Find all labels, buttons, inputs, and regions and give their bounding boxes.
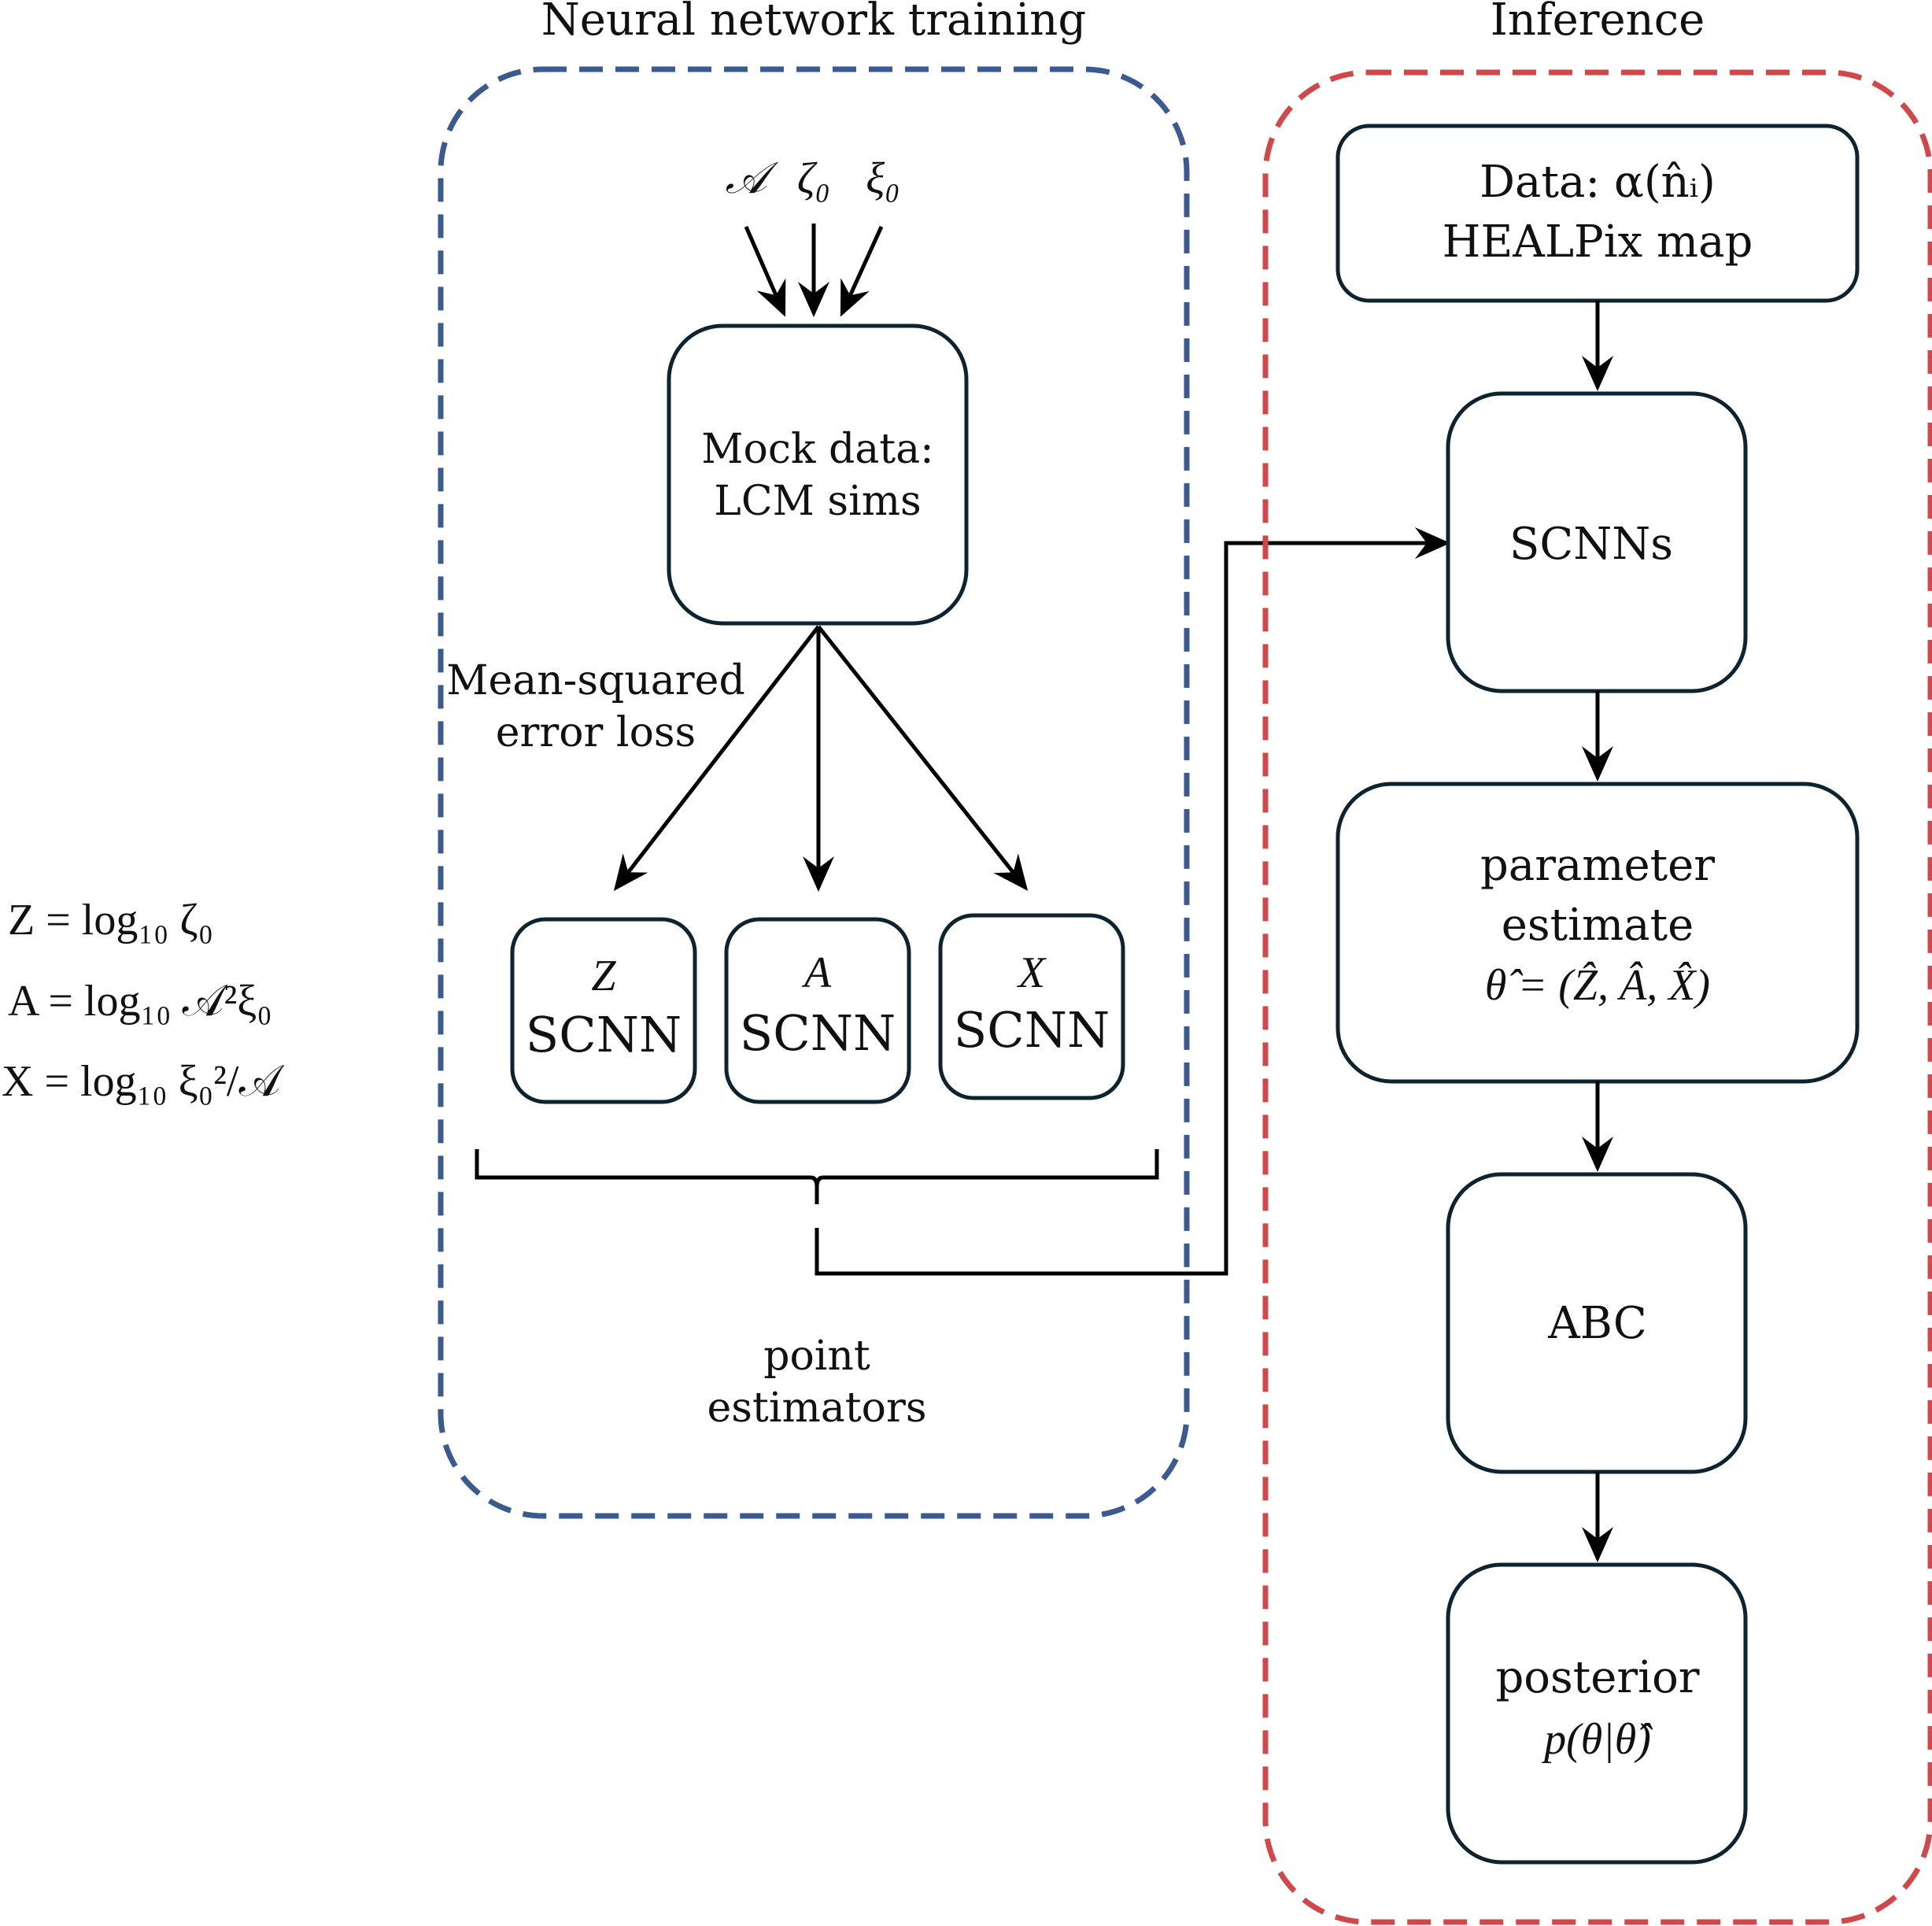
estimators-to-scnns-connector [815,527,1450,1276]
input-a-symbol: 𝒜 [726,154,779,203]
input-xi-symbol: ξ₀ [866,154,900,203]
inference-panel: Inference Data: α(n̂ᵢ) HEALPix map SCNNs… [1262,0,1932,1925]
estimator-brace [475,1149,1159,1204]
scnns-label: SCNNs [1509,519,1673,570]
x-scnn-box [938,913,1125,1100]
x-scnn-label: SCNN [954,1001,1110,1059]
a-scnn-label: SCNN [740,1004,896,1062]
z-scnn-label: SCNN [526,1006,682,1063]
loss-label-line2: error loss [496,709,696,756]
training-panel: Neural network training 𝒜 ζ₀ ξ₀ Mock dat… [438,0,1190,1519]
definition-z: Z = log₁₀ ζ₀ [8,896,213,945]
posterior-line2: p(θ|θ̂) [1541,1715,1653,1764]
training-border [438,66,1190,1519]
data-box [1335,124,1860,303]
parameter-estimate-line1: parameter [1480,840,1715,891]
input-arrow-a [744,226,786,317]
parameter-estimate-line3: θ̂ = (Ẑ, Â, X̂) [1485,961,1710,1010]
z-scnn-box [510,917,697,1104]
definition-x: X = log₁₀ ξ₀²/𝒜 [2,1057,285,1106]
point-estimators-line2: estimators [707,1384,926,1432]
branch-arrow-z [613,625,820,891]
a-scnn-box [724,917,911,1104]
z-scnn-symbol: Z [591,952,616,1000]
point-estimators-line1: point [763,1333,870,1380]
parameter-estimate-line2: estimate [1502,900,1694,951]
data-box-line1: Data: α(n̂ᵢ) [1479,157,1716,208]
inference-title: Inference [1491,0,1705,46]
a-scnn-symbol: A [801,948,832,997]
loss-label-line1: Mean-squared [446,657,744,704]
definition-a: A = log₁₀ 𝒜²ξ₀ [8,977,272,1026]
branch-arrow-x [817,625,1029,891]
definitions: Z = log₁₀ ζ₀ A = log₁₀ 𝒜²ξ₀ X = log₁₀ ξ₀… [2,896,285,1106]
training-title: Neural network training [541,0,1086,46]
data-box-line2: HEALPix map [1443,216,1753,268]
inference-border [1262,69,1932,1925]
mock-data-line1: Mock data: [701,426,933,473]
mock-data-line2: LCM sims [714,478,921,525]
mock-data-box [667,323,969,626]
posterior-line1: posterior [1495,1652,1699,1703]
input-arrow-xi [840,225,884,317]
x-scnn-symbol: X [1017,948,1047,997]
abc-label: ABC [1547,1298,1646,1349]
posterior-box [1446,1562,1748,1865]
input-zeta-symbol: ζ₀ [797,154,830,203]
